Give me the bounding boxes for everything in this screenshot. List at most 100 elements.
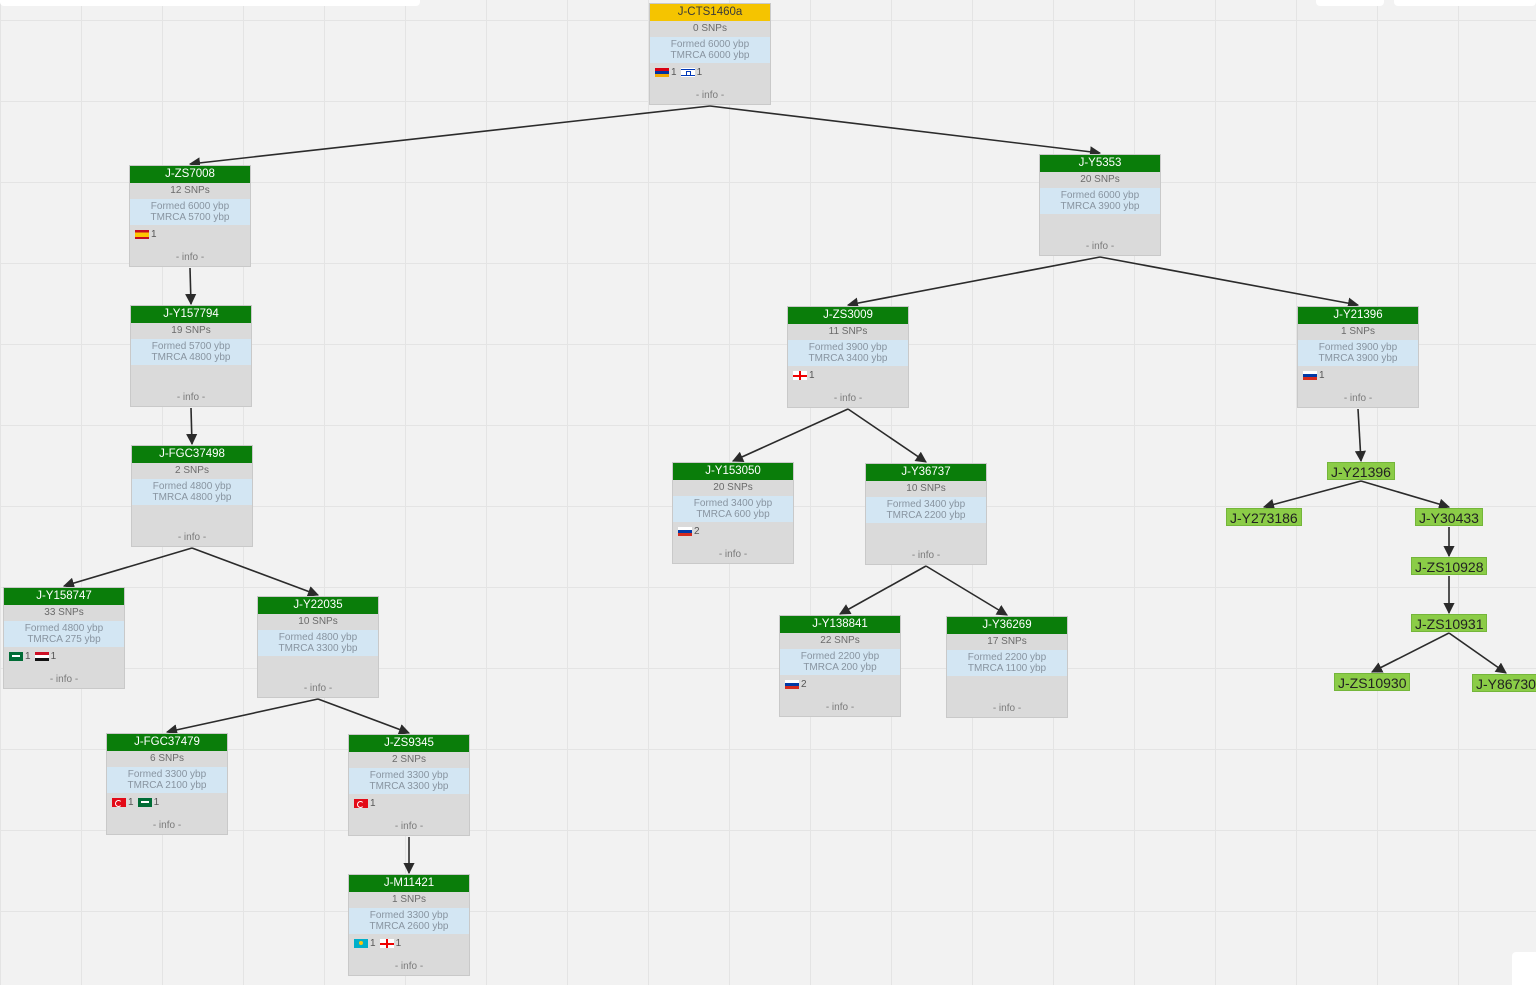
leaf-node-y30433[interactable]: J-Y30433 [1415,508,1483,526]
flag-count: 1 [671,67,677,78]
edge-n-y157794-to-n-fgc37498 [186,407,198,446]
node-country-flags [132,505,252,529]
node-snp-count: 12 SNPs [130,183,250,199]
node-country-flags [131,365,251,389]
node-title[interactable]: J-ZS7008 [130,166,250,183]
flag-count: 1 [809,370,815,381]
node-formed: Formed 2200 ybp [967,652,1047,663]
node-title[interactable]: J-Y21396 [1298,307,1418,324]
node-country-flags [947,676,1067,700]
node-formed: Formed 5700 ybp [151,341,231,352]
node-info-link[interactable]: - info - [825,702,855,713]
node-title[interactable]: J-Y138841 [780,616,900,633]
node-tmrca: TMRCA 3900 ybp [1318,353,1398,364]
node-title[interactable]: J-Y22035 [258,597,378,614]
node-title[interactable]: J-CTS1460a [650,4,770,21]
node-title[interactable]: J-Y36269 [947,617,1067,634]
leaf-node-zs10928[interactable]: J-ZS10928 [1411,557,1488,575]
russia-flag-icon [1303,371,1317,380]
leaf-node-zs10930[interactable]: J-ZS10930 [1334,673,1411,691]
node-title[interactable]: J-Y36737 [866,464,986,481]
node-title[interactable]: J-Y5353 [1040,155,1160,172]
node-info-link[interactable]: - info - [152,820,182,831]
top-right-panel-edge-1 [1316,0,1384,6]
georgia-flag-icon [379,939,394,948]
node-snp-count: 2 SNPs [349,752,469,768]
node-info-link[interactable]: - info - [175,252,205,263]
edge-l-zs10931-to-l-y86730 [1448,632,1507,674]
edge-l-y21396-to-l-y30433 [1360,480,1451,510]
node-info-link[interactable]: - info - [176,392,206,403]
node-info-link[interactable]: - info - [695,90,725,101]
edge-n-zs7008-to-n-y157794 [185,267,197,306]
node-info-link[interactable]: - info - [1343,393,1373,404]
node-tmrca: TMRCA 3900 ybp [1060,201,1140,212]
node-info-link[interactable]: - info - [1085,241,1115,252]
node-title[interactable]: J-ZS9345 [349,735,469,752]
node-tmrca: TMRCA 600 ybp [696,509,770,520]
node-formed: Formed 3400 ybp [886,499,966,510]
node-info-link[interactable]: - info - [49,674,79,685]
node-info-link[interactable]: - info - [992,703,1022,714]
edge-n-fgc37498-to-n-y158747 [62,547,193,589]
node-title[interactable]: J-Y153050 [673,463,793,480]
node-snp-count: 20 SNPs [673,480,793,496]
node-snp-count: 0 SNPs [650,21,770,37]
node-snp-count: 17 SNPs [947,634,1067,650]
node-title[interactable]: J-M11421 [349,875,469,892]
node-info-link[interactable]: - info - [394,961,424,972]
node-snp-count: 1 SNPs [1298,324,1418,340]
node-info-link[interactable]: - info - [718,549,748,560]
leaf-node-zs10931[interactable]: J-ZS10931 [1411,614,1488,632]
node-title[interactable]: J-FGC37479 [107,734,227,751]
flag-count: 1 [696,67,703,78]
node-info-link[interactable]: - info - [394,821,424,832]
node-title[interactable]: J-ZS3009 [788,307,908,324]
russia-flag-icon [678,527,692,536]
node-info-link[interactable]: - info - [833,393,863,404]
node-formed: Formed 4800 ybp [24,623,104,634]
leaf-node-y273186[interactable]: J-Y273186 [1226,508,1302,526]
edge-n-y36737-to-n-y36269 [925,565,1008,616]
node-snp-count: 19 SNPs [131,323,251,339]
node-title[interactable]: J-FGC37498 [132,446,252,463]
node-title[interactable]: J-Y158747 [4,588,124,605]
edge-n-y21396-to-l-y21396 [1354,408,1367,463]
node-snp-count: 20 SNPs [1040,172,1160,188]
node-tmrca: TMRCA 200 ybp [803,662,877,673]
node-info-link[interactable]: - info - [911,550,941,561]
leaf-node-y86730[interactable]: J-Y86730 [1472,674,1536,692]
node-formed: Formed 3900 ybp [808,342,888,353]
node-tmrca: TMRCA 3300 ybp [278,643,358,654]
israel-flag-icon [680,68,695,77]
node-formed: Formed 6000 ybp [150,201,230,212]
node-info-link[interactable]: - info - [177,532,207,543]
node-formed: Formed 3300 ybp [369,910,449,921]
leaf-node-y21396[interactable]: J-Y21396 [1327,462,1395,480]
node-title[interactable]: J-Y157794 [131,306,251,323]
node-tmrca: TMRCA 5700 ybp [150,212,230,223]
node-info-link[interactable]: - info - [303,683,333,694]
